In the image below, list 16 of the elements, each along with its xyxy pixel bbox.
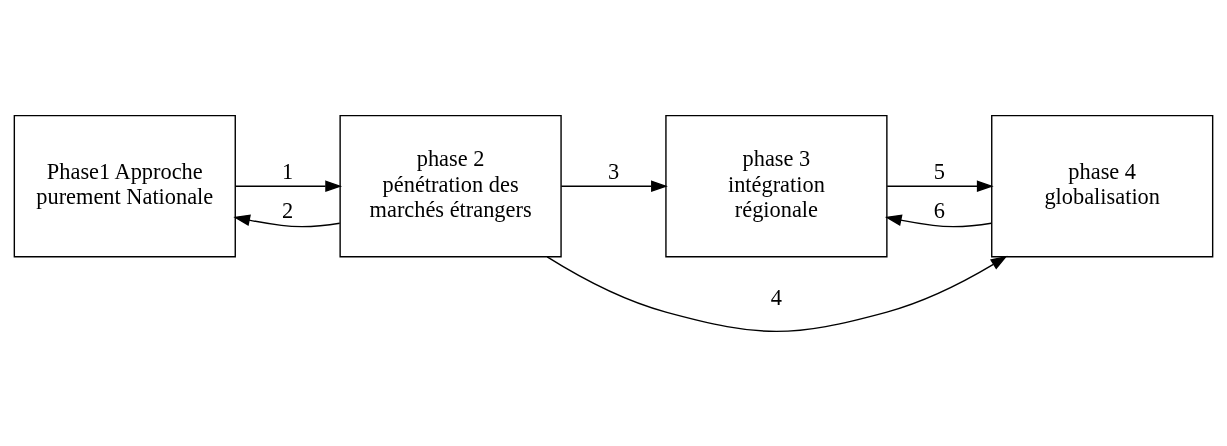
node-box: phase 2 pénétration des marchés étrangers bbox=[339, 114, 562, 257]
arrow bbox=[234, 179, 343, 192]
node-box: Phase1 Approche purement Nationale bbox=[13, 114, 236, 257]
edge-label: 1 bbox=[282, 158, 294, 184]
edge-label: 3 bbox=[607, 158, 620, 184]
arrow bbox=[233, 214, 341, 227]
node-box: phase 3 intégration régionale bbox=[665, 114, 888, 257]
edge-label: 2 bbox=[282, 197, 294, 223]
edge-label: 5 bbox=[933, 158, 945, 184]
arrow bbox=[884, 214, 992, 227]
arrow bbox=[886, 179, 994, 192]
arrow bbox=[546, 255, 1008, 332]
edge-label: 6 bbox=[933, 197, 945, 223]
arrow bbox=[560, 179, 668, 192]
edge-label: 4 bbox=[770, 284, 782, 310]
node-box: phase 4 globalisation bbox=[991, 114, 1214, 257]
